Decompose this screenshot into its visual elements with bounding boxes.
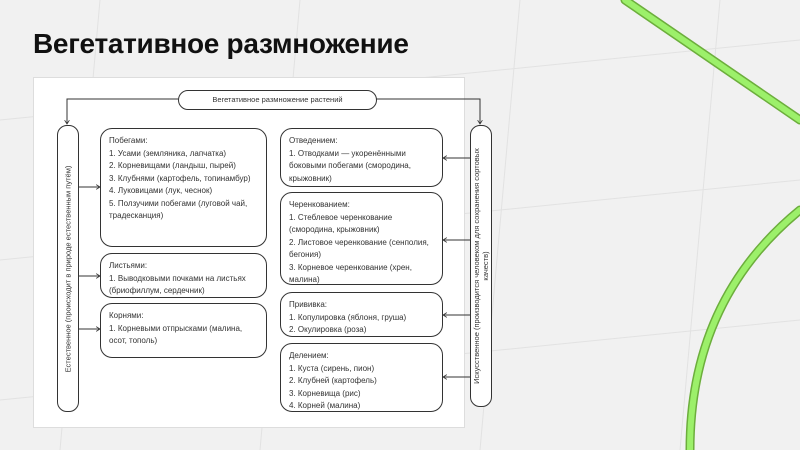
list-item: 3. Клубнями (картофель, топинамбур) [109,173,251,183]
box-heading: Прививка: [289,300,327,309]
list-item: 2. Окулировка (роза) [289,325,367,334]
list-item: 2. Корневищами (ландыш, пырей) [109,161,236,170]
page-title: Вегетативное размножение [33,28,409,59]
grafting-box: Прививка: 1. Копулировка (яблоня, груша)… [280,292,443,337]
natural-node: Естественное (происходит в природе естес… [57,125,79,412]
list-item: 1. Выводковыми почками на листьях (бриоф… [109,273,246,296]
division-box: Делением: 1. Куста (сирень, пион) 2. Клу… [280,343,443,412]
list-item: 5. Ползучими побегами (луговой чай, трад… [109,198,248,221]
artificial-label-2: качеств) [481,251,490,281]
list-item: 4. Корней (малина) [289,401,361,410]
box-heading: Листьями: [109,261,148,270]
leaves-box: Листьями: 1. Выводковыми почками на лист… [100,253,267,298]
list-item: 2. Клубней (картофель) [289,376,377,385]
root-label: Вегетативное размножение растений [212,95,343,104]
list-item: 1. Усами (земляника, лапчатка) [109,148,227,158]
green-accent-lines [620,0,800,450]
artificial-label: Искусственное (производится человеком дл… [472,148,481,384]
box-heading: Побегами: [109,136,148,145]
layering-box: Отведением: 1. Отводками — укоренёнными … [280,128,443,187]
shoots-box: Побегами: 1. Усами (земляника, лапчатка)… [100,128,267,247]
list-item: 3. Корневое черенкование (хрен, малина) [289,262,412,285]
list-item: 1. Отводками — укоренёнными боковыми поб… [289,148,411,183]
root-node: Вегетативное размножение растений [178,90,377,110]
list-item: 1. Стеблевое черенкование (смородина, кр… [289,212,393,235]
list-item: 4. Луковицами (лук, чеснок) [109,186,213,195]
list-item: 1. Корневыми отпрысками (малина, осот, т… [109,323,243,346]
list-item: 1. Куста (сирень, пион) [289,363,375,373]
box-heading: Отведением: [289,136,338,145]
box-heading: Черенкованием: [289,200,350,209]
cuttings-box: Черенкованием: 1. Стеблевое черенкование… [280,192,443,285]
natural-label: Естественное (происходит в природе естес… [63,165,73,372]
box-heading: Корнями: [109,311,144,320]
artificial-node: Искусственное (производится человеком дл… [470,125,492,407]
list-item: 2. Листовое черенкование (сенполия, бего… [289,237,429,260]
box-heading: Делением: [289,351,329,360]
roots-box: Корнями: 1. Корневыми отпрысками (малина… [100,303,267,358]
list-item: 3. Корневища (рис) [289,388,361,398]
list-item: 1. Копулировка (яблоня, груша) [289,312,407,322]
